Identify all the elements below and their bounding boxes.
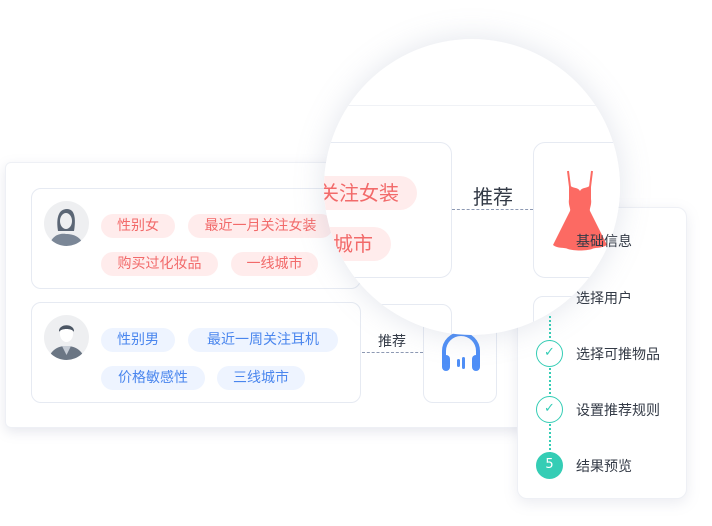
magnified-user-card: 关注女装 城市 (324, 142, 452, 278)
steps-connector (549, 316, 551, 466)
magnifier-lens: 关注女装 城市 推荐 (324, 39, 620, 335)
user-tag: 最近一周关注耳机 (188, 328, 338, 352)
user-tag: 性别女 (101, 214, 175, 238)
user-card-female[interactable]: 性别女 最近一月关注女装 购买过化妆品 一线城市 (31, 188, 361, 289)
magnified-lower-card (324, 304, 452, 335)
magnified-tag: 城市 (324, 227, 391, 261)
user-tag: 购买过化妆品 (101, 252, 218, 276)
user-card-male[interactable]: 性别男 最近一周关注耳机 价格敏感性 三线城市 (31, 302, 361, 403)
recommend-label: 推荐 (378, 334, 406, 350)
female-avatar (44, 201, 89, 246)
connector-line (362, 352, 423, 353)
magnified-tag: 关注女装 (324, 176, 417, 210)
headphones-icon (442, 332, 480, 371)
step-label[interactable]: 设置推荐规则 (576, 403, 660, 419)
step-label[interactable]: 选择用户 (576, 291, 632, 307)
user-tag: 最近一月关注女装 (188, 214, 333, 238)
user-tag: 一线城市 (231, 252, 318, 276)
check-icon: ✓ (536, 396, 563, 423)
user-tag: 三线城市 (217, 366, 305, 390)
step-label[interactable]: 基础信息 (576, 234, 632, 250)
magnified-lower-item-card (533, 296, 620, 335)
magnified-connector (452, 209, 533, 210)
step-number-badge: 5 (536, 452, 563, 479)
check-icon: ✓ (536, 340, 563, 367)
male-avatar (44, 315, 89, 360)
user-tag: 价格敏感性 (101, 366, 205, 390)
divider (324, 105, 620, 106)
step-label[interactable]: 结果预览 (576, 459, 632, 475)
user-tag: 性别男 (101, 328, 175, 352)
dress-icon (553, 170, 607, 251)
magnified-item-card (533, 142, 620, 278)
step-label[interactable]: 选择可推物品 (576, 347, 660, 363)
magnified-recommend-label: 推荐 (473, 185, 513, 209)
